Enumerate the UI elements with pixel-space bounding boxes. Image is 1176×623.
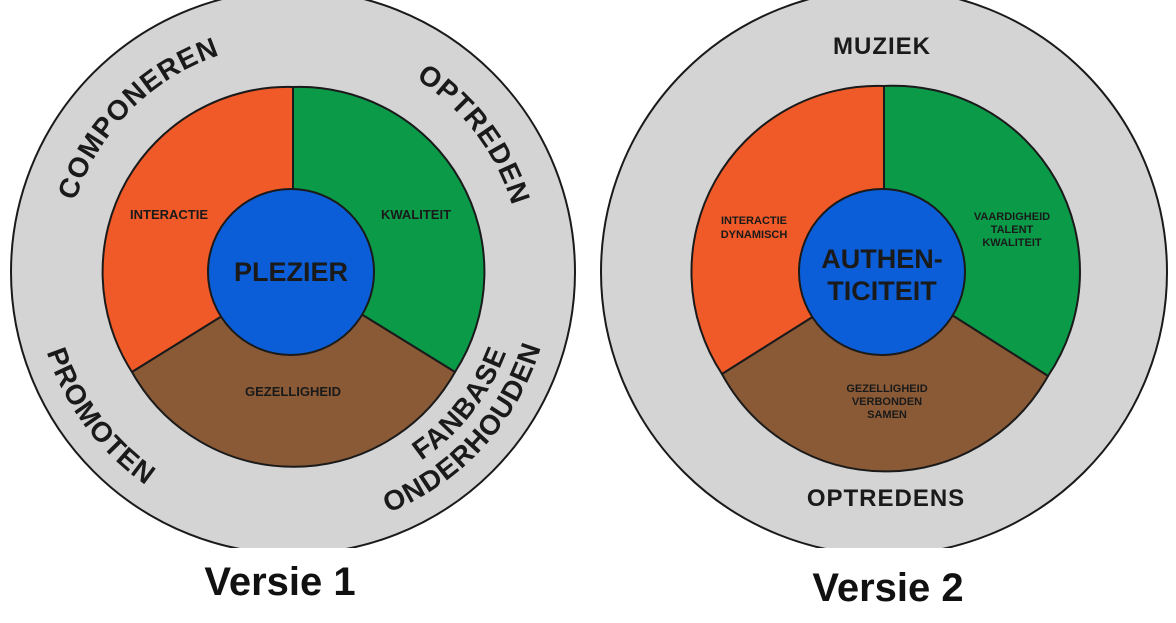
v2-segment-brown-line3: SAMEN (867, 409, 907, 421)
v2-center-circle (798, 188, 966, 356)
v2-segment-brown-line1: GEZELLIGHEID (846, 383, 927, 395)
v2-segment-green-line2: TALENT (991, 224, 1034, 236)
v1-center-label: PLEZIER (234, 257, 348, 287)
v1-segment-green-label: KWALITEIT (381, 207, 451, 222)
versie1-diagram: COMPONEREN OPTREDEN PROMOTEN FANBASE OND… (10, 0, 576, 548)
versie1-caption: Versie 1 (204, 560, 356, 604)
v1-segment-orange-label: INTERACTIE (130, 207, 208, 222)
v2-segment-green-line3: KWALITEIT (982, 237, 1042, 249)
v1-segment-brown-label: GEZELLIGHEID (245, 384, 341, 399)
v1-center-circle (207, 188, 375, 356)
v2-segment-brown (720, 270, 1050, 473)
v2-label-optredens: OPTREDENS (807, 485, 965, 512)
versie2-diagram: MUZIEK OPTREDENS INTERACTIE DYNAMISCH VA… (600, 0, 1168, 548)
v2-center-line1: AUTHEN- (821, 244, 943, 274)
versie2-caption: Versie 2 (812, 566, 964, 610)
v2-segment-green (883, 84, 1081, 378)
v2-segment-orange-line2: DYNAMISCH (721, 229, 788, 241)
v1-segment-brown (130, 270, 457, 468)
v2-segment-orange-line1: INTERACTIE (721, 215, 787, 227)
v2-segment-brown-line2: VERBONDEN (852, 396, 922, 408)
v2-segment-green-line1: VAARDIGHEID (974, 211, 1050, 223)
v2-center-line2: TICITEIT (827, 276, 937, 306)
v2-label-muziek: MUZIEK (833, 33, 931, 60)
